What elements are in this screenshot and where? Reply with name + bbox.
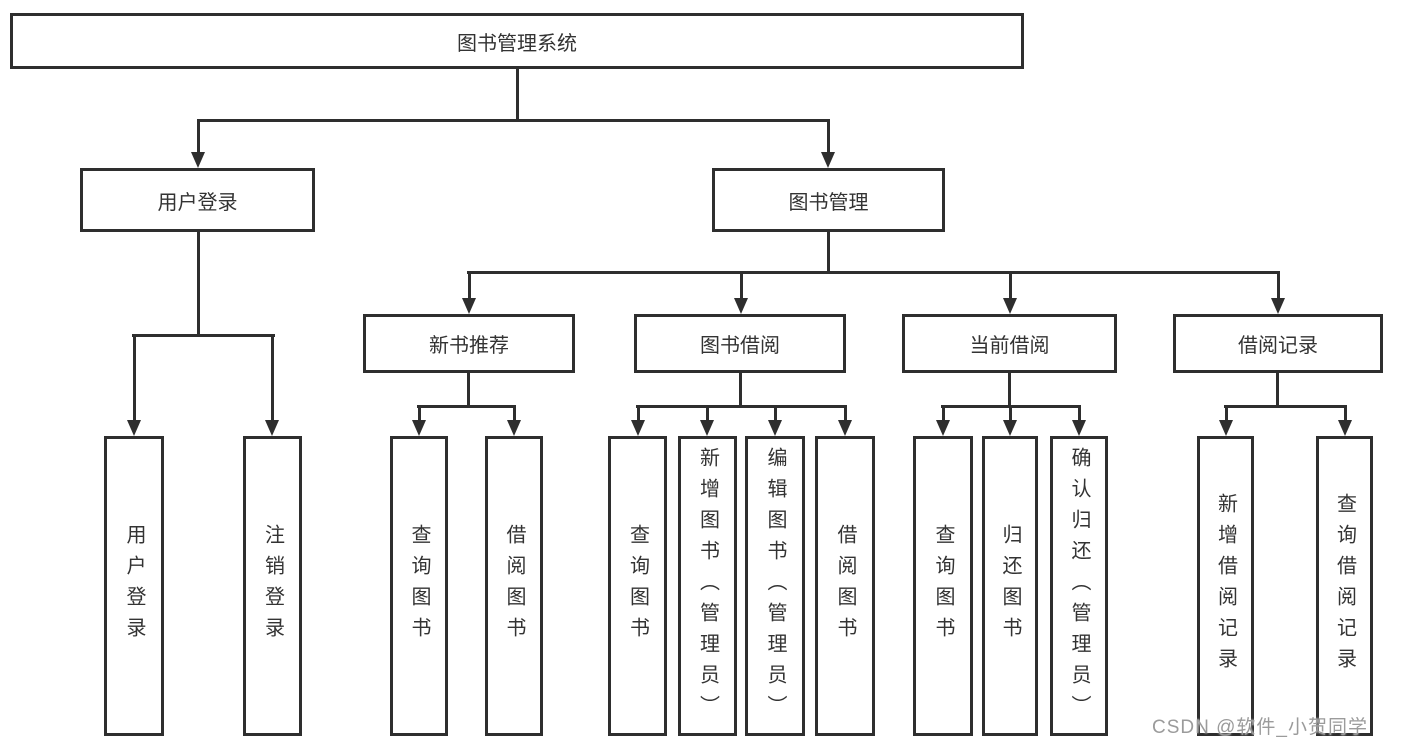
leaf-add-books-admin: 新增图书（管理员） (678, 436, 737, 736)
arrow-to-borrowing-records (1271, 273, 1285, 314)
leaf-query-books-current: 查询图书 (913, 436, 973, 736)
connector-new-book-bus (417, 405, 516, 408)
connector-root-bus (197, 119, 830, 122)
leaf-logout: 注销登录 (243, 436, 302, 736)
leaf-query-borrow-record: 查询借阅记录 (1316, 436, 1373, 736)
connector-current-borrowing-stem (1008, 373, 1011, 408)
leaf-borrow-books-borrowing: 借阅图书 (815, 436, 875, 736)
arrow-to-current-borrowing (1003, 273, 1017, 314)
arrow-to-leaf-add-borrow-record (1219, 407, 1233, 436)
arrow-to-leaf-confirm-return (1072, 407, 1086, 436)
leaf-edit-books-admin: 编辑图书（管理员） (745, 436, 805, 736)
leaf-add-borrow-record: 新增借阅记录 (1197, 436, 1254, 736)
leaf-query-books-borrowing: 查询图书 (608, 436, 667, 736)
arrow-to-leaf-borrow-books-borrowing (838, 407, 852, 436)
connector-root-stem (516, 69, 519, 122)
leaf-borrow-books-recommend: 借阅图书 (485, 436, 543, 736)
connector-borrowing-records-stem (1276, 373, 1279, 408)
leaf-query-books-recommend: 查询图书 (390, 436, 448, 736)
connector-user-login-bus (132, 334, 275, 337)
arrow-to-leaf-logout (265, 336, 279, 436)
arrow-to-new-book-recommendation (462, 273, 476, 314)
arrow-to-leaf-query-books-recommend (412, 407, 426, 436)
node-new-book-recommendation: 新书推荐 (363, 314, 575, 373)
arrow-to-leaf-query-books-current (936, 407, 950, 436)
arrow-to-leaf-return-books (1003, 407, 1017, 436)
leaf-return-books: 归还图书 (982, 436, 1038, 736)
arrow-to-leaf-query-books-borrowing (631, 407, 645, 436)
connector-book-management-stem (827, 232, 830, 274)
leaf-user-login: 用户登录 (104, 436, 164, 736)
connector-book-borrowing-stem (739, 373, 742, 408)
node-library-management-system: 图书管理系统 (10, 13, 1024, 69)
connector-new-book-stem (467, 373, 470, 408)
connector-book-borrowing-bus (636, 405, 847, 408)
connector-book-management-bus (467, 271, 1280, 274)
arrow-to-leaf-user-login (127, 336, 141, 436)
node-borrowing-records: 借阅记录 (1173, 314, 1383, 373)
leaf-confirm-return-admin: 确认归还（管理员） (1050, 436, 1108, 736)
arrow-to-leaf-edit-books (768, 407, 782, 436)
node-book-borrowing: 图书借阅 (634, 314, 846, 373)
connector-current-borrowing-bus (941, 405, 1081, 408)
csdn-watermark: CSDN @软件_小贺同学 (1152, 717, 1368, 738)
node-user-login: 用户登录 (80, 168, 315, 232)
node-book-management: 图书管理 (712, 168, 945, 232)
connector-user-login-stem (197, 232, 200, 337)
arrow-to-book-borrowing (734, 273, 748, 314)
connector-borrowing-records-bus (1224, 405, 1347, 408)
arrow-to-user-login (191, 121, 205, 168)
arrow-to-leaf-add-books (700, 407, 714, 436)
node-current-borrowing: 当前借阅 (902, 314, 1117, 373)
arrow-to-leaf-borrow-books-recommend (507, 407, 521, 436)
arrow-to-book-management (821, 121, 835, 168)
arrow-to-leaf-query-borrow-record (1338, 407, 1352, 436)
